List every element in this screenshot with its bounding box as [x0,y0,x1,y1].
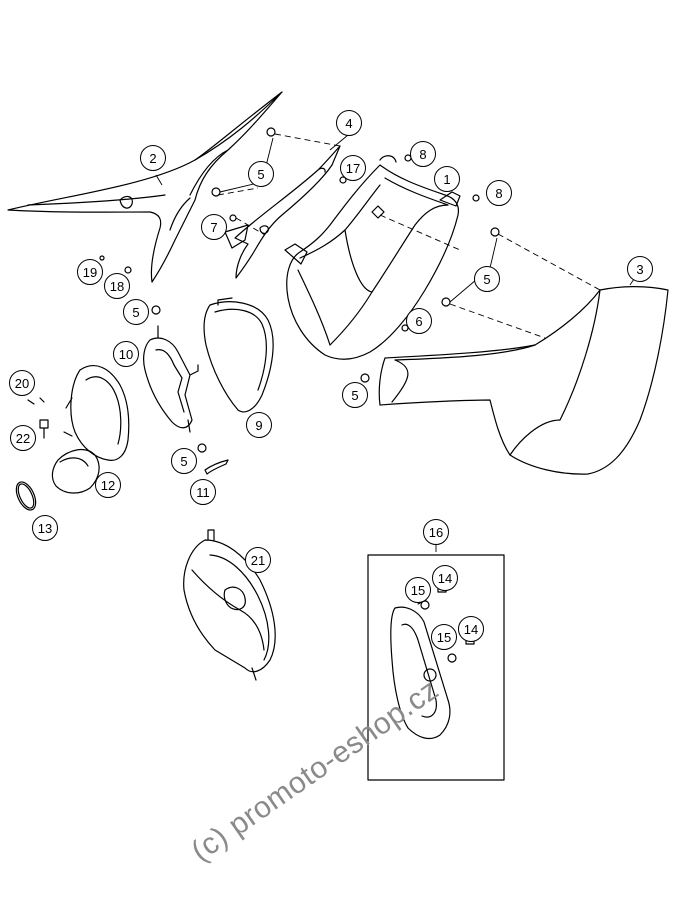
callout-14[interactable]: 14 [458,616,484,642]
callout-22[interactable]: 22 [10,425,36,451]
part-21-airbox-assembly [183,529,276,681]
callout-19[interactable]: 19 [77,259,103,285]
callout-20[interactable]: 20 [9,370,35,396]
callout-16[interactable]: 16 [423,519,449,545]
callout-4[interactable]: 4 [336,110,362,136]
callout-15[interactable]: 15 [431,624,457,650]
part-20-22-hardware [27,397,49,439]
callout-1[interactable]: 1 [434,166,460,192]
callout-7[interactable]: 7 [201,214,227,240]
callout-21[interactable]: 21 [245,547,271,573]
callout-9[interactable]: 9 [246,412,272,438]
callout-12[interactable]: 12 [95,472,121,498]
part-3-side-panel [378,286,669,475]
part-12-intake-boot [51,365,130,494]
callout-8[interactable]: 8 [410,141,436,167]
callout-13[interactable]: 13 [32,515,58,541]
callout-3[interactable]: 3 [627,256,653,282]
leader-lines [155,134,641,552]
part-4-side-strip [224,145,341,279]
part-13-clamp [15,481,37,511]
callout-8[interactable]: 8 [486,180,512,206]
part-16-box [367,554,505,781]
callout-5[interactable]: 5 [474,266,500,292]
callout-18[interactable]: 18 [104,273,130,299]
callout-14[interactable]: 14 [432,565,458,591]
part-1-airbox [284,155,461,360]
part-10-filter-frame [143,325,199,433]
callout-6[interactable]: 6 [406,308,432,334]
part-9-filter-cage [203,297,274,413]
callout-5[interactable]: 5 [248,161,274,187]
assembly-lines [217,133,601,339]
callout-15[interactable]: 15 [405,577,431,603]
callout-5[interactable]: 5 [171,448,197,474]
callout-11[interactable]: 11 [190,479,216,505]
callout-2[interactable]: 2 [140,145,166,171]
callout-17[interactable]: 17 [340,155,366,181]
callout-5[interactable]: 5 [342,382,368,408]
part-2-side-panel [7,91,283,283]
callout-10[interactable]: 10 [113,341,139,367]
callout-5[interactable]: 5 [123,299,149,325]
part-11-clip [204,459,229,475]
